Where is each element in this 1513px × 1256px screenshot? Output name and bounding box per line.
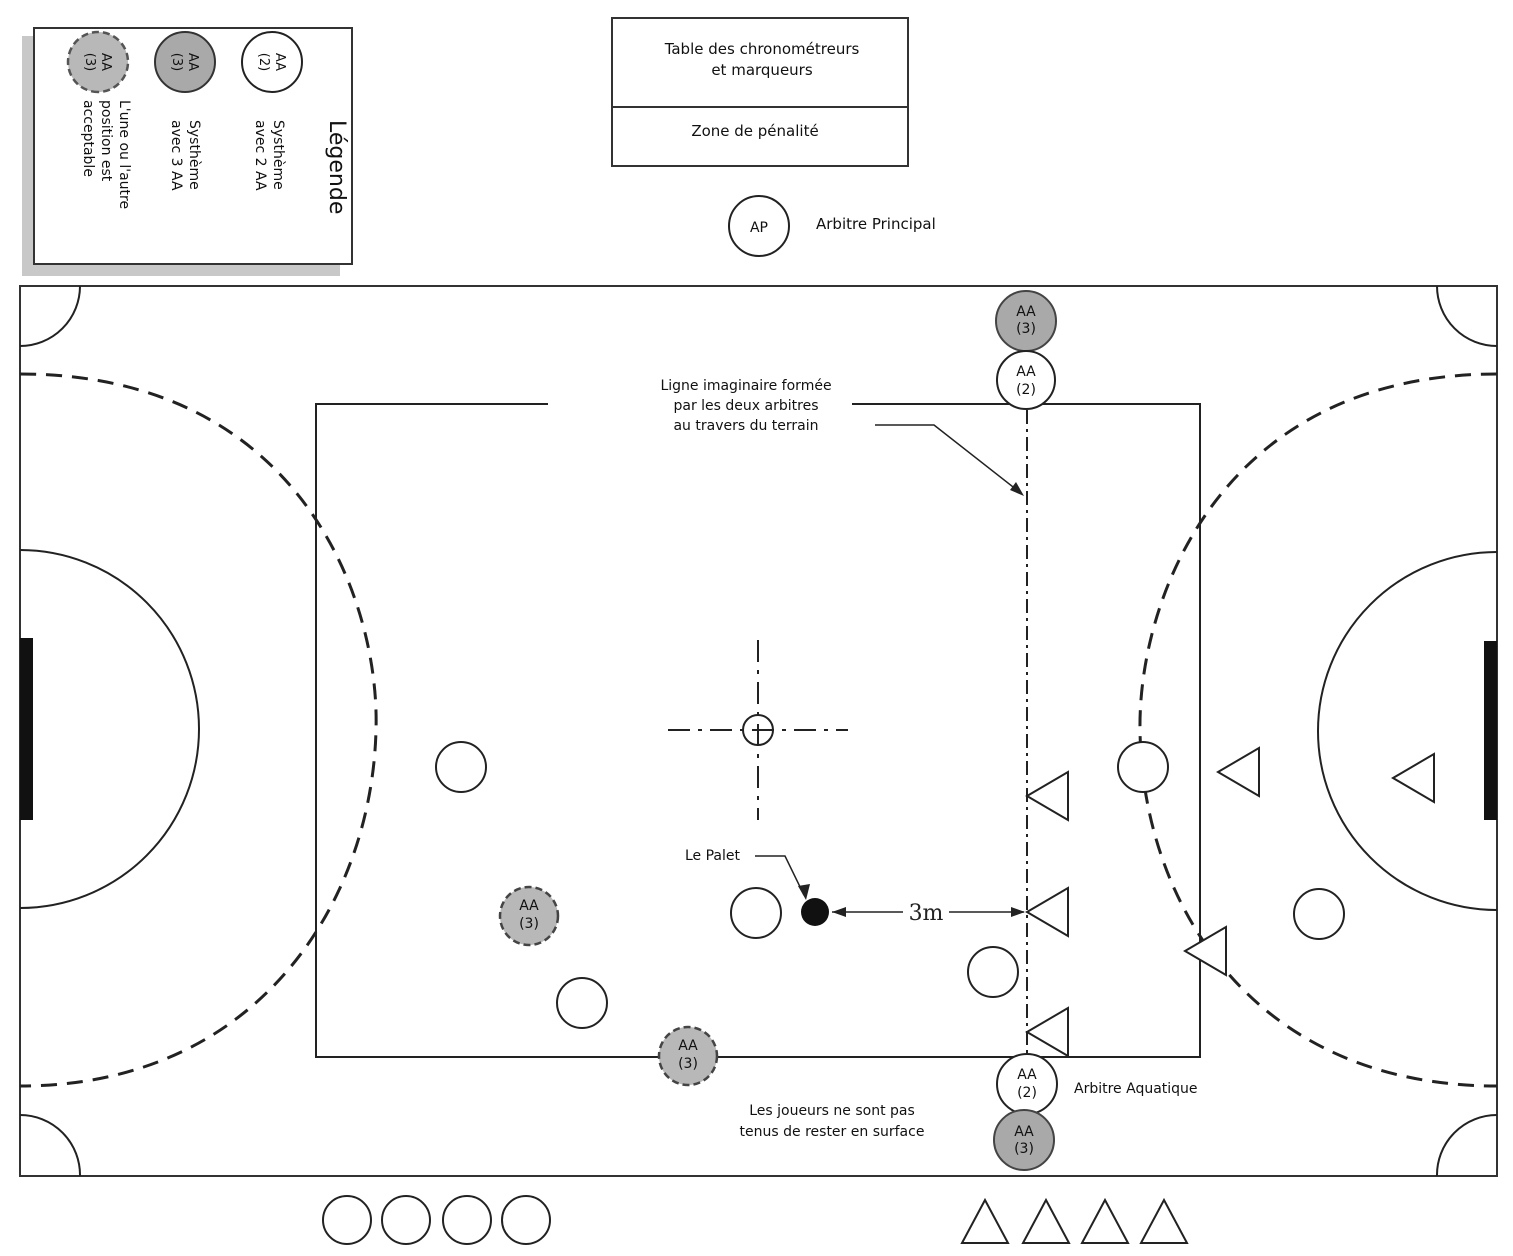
- player-circle: [1117, 741, 1169, 793]
- players-note-1: Les joueurs ne sont pas: [749, 1103, 915, 1119]
- player-triangle: [1391, 752, 1435, 804]
- legend-item-label: avec 3 AA: [168, 120, 184, 191]
- pitch: [19, 285, 1498, 1177]
- legend-token-text: AA: [98, 53, 113, 71]
- dashed-arc-right: [1138, 372, 1498, 1088]
- legend-token-text: AA: [185, 53, 200, 71]
- referee-text: (2): [1016, 382, 1036, 398]
- player-circle: [435, 741, 487, 793]
- center-spot: [742, 714, 774, 746]
- referee-text: AA: [1016, 304, 1036, 320]
- legend-title: Légende: [324, 120, 349, 214]
- table-frame: [611, 17, 909, 167]
- legend-token-grey: [154, 31, 216, 93]
- player-triangle: [1025, 770, 1069, 822]
- arrowhead: [798, 884, 810, 900]
- goal-area-right: [1317, 551, 1498, 911]
- bench-triangle: [1139, 1197, 1189, 1244]
- annotations: Ligne imaginaire formée par les deux arb…: [660, 378, 1197, 1140]
- penalty-zone-label: Zone de pénalité: [691, 122, 818, 140]
- team-circles: [435, 741, 1345, 1029]
- corner-arc-bottom-left: [19, 1114, 82, 1177]
- referee-alt-b: [657, 1025, 719, 1087]
- corner-arc-top-right: [1436, 285, 1498, 347]
- player-circle: [556, 977, 608, 1029]
- referee-text: AA: [678, 1038, 698, 1054]
- bench-triangle: [1080, 1197, 1130, 1244]
- legend-token-white: [241, 31, 303, 93]
- player-circle: [730, 887, 782, 939]
- bench-triangle: [960, 1197, 1010, 1244]
- imaginary-line-pointer: [875, 424, 1023, 495]
- referee-text: AA: [519, 898, 539, 914]
- player-circle: [967, 946, 1019, 998]
- legend-item-label: acceptable: [80, 100, 96, 177]
- referee-text: (3): [678, 1056, 698, 1072]
- water-referee-label: Arbitre Aquatique: [1074, 1081, 1198, 1097]
- legend-item-label: position est: [98, 100, 114, 182]
- bench-triangles: [960, 1197, 1189, 1244]
- legend-token-text: AA: [272, 53, 287, 71]
- head-referee-token-text: AP: [750, 220, 768, 236]
- corner-arc-top-left: [19, 285, 81, 347]
- team-triangles: [1025, 746, 1435, 1058]
- imaginary-line-label-1: Ligne imaginaire formée: [660, 378, 831, 394]
- bench-triangle: [1021, 1197, 1071, 1244]
- legend-token-text: (3): [169, 53, 184, 71]
- table-title-line1: Table des chronométreurs: [664, 40, 860, 58]
- referee-text: (3): [519, 916, 539, 932]
- legend-item-label: Systhème: [186, 120, 202, 190]
- goal-area-left: [19, 549, 200, 909]
- arrowhead: [1011, 907, 1025, 917]
- referee-alt-a: [498, 885, 560, 947]
- legend-token-text: (3): [82, 53, 97, 71]
- referee-text: (3): [1016, 321, 1036, 337]
- goal-left: [20, 638, 33, 820]
- referee-text: (2): [1017, 1085, 1037, 1101]
- head-referee-label: Arbitre Principal: [816, 215, 936, 233]
- player-triangle: [1216, 746, 1260, 798]
- imaginary-line-label-3: au travers du terrain: [673, 418, 818, 434]
- player-triangle: [1025, 886, 1069, 938]
- legend-token-text: (2): [256, 53, 271, 71]
- bench-circle: [322, 1195, 372, 1245]
- referees: AA (3) AA (2) AA (2) AA (3) AA (3) AA (3…: [498, 290, 1058, 1171]
- legend-item-label: Systhème: [270, 120, 286, 190]
- legend-item-label: avec 2 AA: [252, 120, 268, 191]
- players-note-2: tenus de rester en surface: [740, 1124, 925, 1140]
- puck-label: Le Palet: [685, 848, 741, 864]
- puck-pointer: [755, 855, 805, 896]
- dashed-arc-left: [19, 372, 378, 1088]
- legend-token-grey-dashed: [66, 30, 130, 94]
- arrowhead: [832, 907, 846, 917]
- arrowhead: [1010, 482, 1024, 496]
- timekeeper-table: Table des chronométreurs et marqueurs Zo…: [611, 17, 909, 167]
- legend-box: Légende AA (2) Systhème avec 2 AA AA (3)…: [22, 27, 353, 276]
- imaginary-line-label-2: par les deux arbitres: [674, 398, 819, 414]
- central-zone: [315, 403, 1201, 1058]
- referee-text: AA: [1014, 1124, 1034, 1140]
- bench-circle: [381, 1195, 431, 1245]
- bench-circle: [442, 1195, 492, 1245]
- referee-text: (3): [1014, 1141, 1034, 1157]
- legend-item-label: L'une ou l'autre: [116, 100, 132, 209]
- referee-top-2: [996, 350, 1056, 410]
- head-referee-token: [728, 195, 790, 257]
- table-title-line2: et marqueurs: [711, 61, 813, 79]
- referee-bottom-2: [996, 1053, 1058, 1115]
- referee-bottom-3: [993, 1109, 1055, 1171]
- bench-circles: [322, 1195, 551, 1245]
- bench-circle: [501, 1195, 551, 1245]
- referee-text: AA: [1017, 1067, 1037, 1083]
- distance-label: 3m: [909, 901, 944, 926]
- corner-arc-bottom-right: [1435, 1114, 1498, 1177]
- puck: [801, 898, 829, 926]
- distance-label-bg: [903, 898, 949, 924]
- player-triangle: [1025, 1006, 1069, 1058]
- player-circle: [1293, 888, 1345, 940]
- goal-right: [1484, 641, 1497, 820]
- player-triangle: [1183, 925, 1227, 977]
- referee-text: AA: [1016, 364, 1036, 380]
- head-referee: AP Arbitre Principal: [728, 195, 936, 257]
